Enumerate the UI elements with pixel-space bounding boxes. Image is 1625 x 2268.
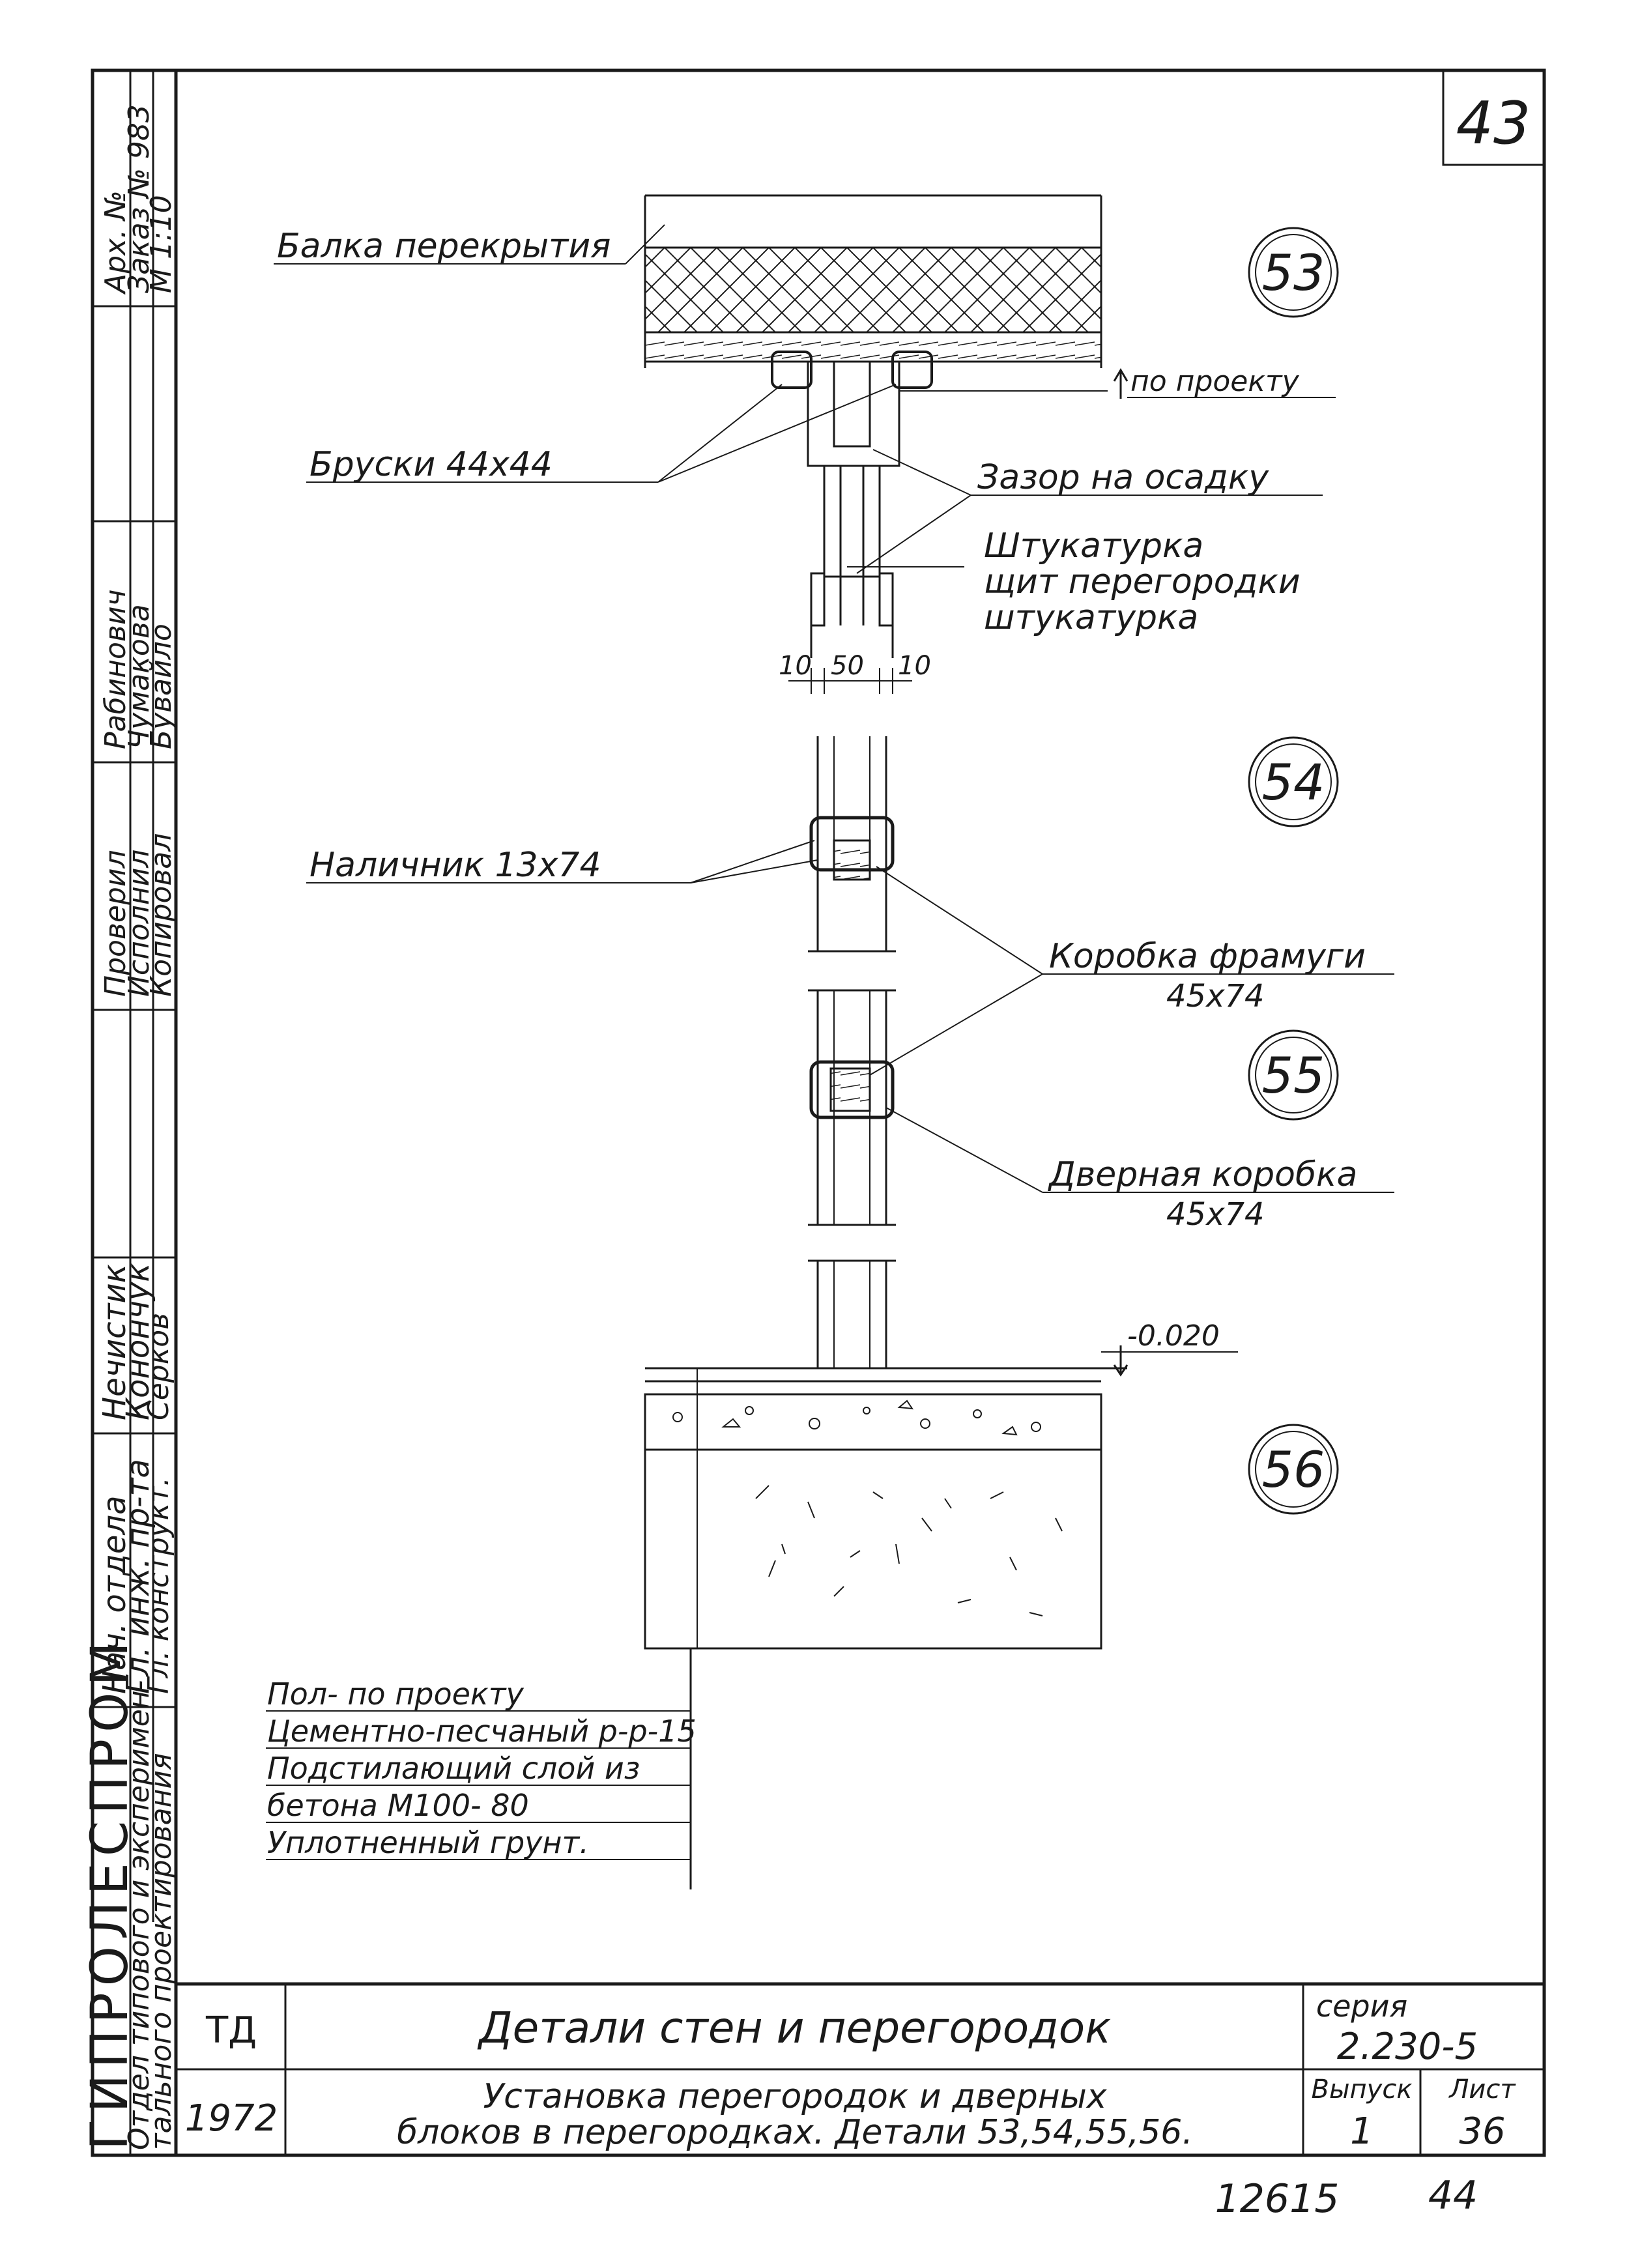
sheet-title: Детали стен и перегородок	[477, 2003, 1111, 2053]
series-value: 2.230-5	[1337, 2026, 1478, 2068]
label-plaster-top: Штукатурка	[984, 526, 1203, 566]
label-door-size: 45х74	[1166, 1196, 1265, 1233]
label-gap: Зазор на осадку	[977, 458, 1269, 497]
svg-text:56: 56	[1262, 1441, 1325, 1499]
role-constructor: Гл. конструкт.	[142, 1477, 175, 1694]
scale: М 1:10	[145, 195, 178, 293]
name-copied: Бувайло	[145, 624, 178, 749]
details-54-55: Наличник 13х74 Коробка фрамуги 45х74 Две…	[306, 736, 1394, 1368]
svg-text:53: 53	[1262, 244, 1325, 302]
label-panel: щит перегородки	[984, 562, 1301, 601]
role-checked: Проверил	[99, 850, 132, 997]
td-mark: ТД	[205, 2009, 257, 2052]
level-mark: -0.020	[1127, 1319, 1220, 1353]
concrete-aggregate	[672, 1400, 1041, 1436]
sheet-subtitle-line2: блоков в перегородках. Детали 53,54,55,5…	[397, 2113, 1193, 2152]
year: 1972	[185, 2097, 278, 2140]
org-name: ГИПРОЛЕСПРОМ	[81, 1635, 139, 2150]
series-label: серия	[1316, 1988, 1407, 2024]
floor-layer-2: Цементно-песчаный р-р-15	[267, 1714, 697, 1749]
floor-layer-1: Пол- по проекту	[267, 1676, 524, 1712]
name-executed: Чумакова	[122, 604, 156, 749]
label-door-frame: Дверная коробка	[1048, 1155, 1357, 1194]
role-dept-head: Нач. отдела	[96, 1495, 133, 1694]
callout-53: 53	[1248, 227, 1339, 318]
callout-54: 54	[1248, 736, 1339, 827]
page-number-box: 43	[1442, 69, 1546, 166]
issue-label: Выпуск	[1312, 2074, 1413, 2104]
name-dept-head: Нечистик	[96, 1264, 133, 1420]
label-transom-size: 45х74	[1166, 978, 1265, 1014]
label-beam: Балка перекрытия	[277, 227, 611, 266]
callout-55: 55	[1248, 1029, 1339, 1121]
archive-number-label: Арх. №	[99, 190, 132, 295]
svg-text:54: 54	[1262, 753, 1325, 811]
name-checked: Рабинович	[99, 590, 132, 749]
page-number: 43	[1456, 89, 1531, 158]
bar-left	[771, 351, 812, 389]
dim-plaster-right: 10	[898, 651, 931, 681]
floor-layer-5: Уплотненный грунт.	[267, 1825, 589, 1860]
bar-right	[891, 351, 933, 389]
department-line1: Отдел типового и эксперимен-	[122, 1680, 156, 2150]
name-constructor: Серков	[142, 1313, 175, 1420]
svg-text:55: 55	[1262, 1046, 1325, 1104]
order-number: Заказ № 983	[122, 104, 156, 293]
detail-53: 10 50 10 по проекту Балка перекрытия Бру…	[274, 194, 1336, 694]
label-per-project: по проекту	[1130, 365, 1300, 398]
sheet-label: Лист	[1448, 2074, 1516, 2104]
label-bars: Бруски 44х44	[309, 445, 553, 484]
outer-frame	[91, 68, 1546, 2157]
title-block: ТД 1972 Детали стен и перегородок Устано…	[176, 1982, 1544, 2155]
role-executed: Исполнил	[122, 850, 156, 997]
sheet-number: 36	[1459, 2110, 1505, 2153]
detail-56: -0.020 Пол- по проекту Цементно-песчаный…	[266, 1319, 1238, 1889]
issue-value: 1	[1350, 2110, 1373, 2153]
sheet-subtitle-line1: Установка перегородок и дверных	[483, 2077, 1107, 2116]
label-plaster-bottom: штукатурка	[984, 598, 1198, 637]
dim-panel: 50	[831, 651, 864, 681]
label-transom-frame: Коробка фрамуги	[1049, 937, 1366, 976]
dim-plaster-left: 10	[779, 651, 812, 681]
role-copied: Копировал	[145, 833, 178, 997]
side-stamp-panel: Гл. инж. пр-та Конончук Нач. отдела Нечи…	[81, 70, 178, 2155]
floor-beam	[644, 246, 1102, 334]
floor-layer-4: бетона М100- 80	[267, 1788, 529, 1823]
label-casing: Наличник 13х74	[309, 846, 601, 885]
inventory-number: 12615	[1215, 2176, 1340, 2222]
name-chief-engineer: Конончук	[120, 1263, 156, 1420]
page-number-bottom: 44	[1428, 2173, 1478, 2218]
callout-56: 56	[1248, 1424, 1339, 1515]
floor-layer-3: Подстилающий слой из	[267, 1751, 640, 1786]
soil-texture	[755, 1485, 1063, 1616]
door-frame	[809, 1060, 895, 1119]
department-line2: тального проектирования	[145, 1753, 178, 2150]
role-chief-engineer: Гл. инж. пр-та	[120, 1459, 156, 1694]
